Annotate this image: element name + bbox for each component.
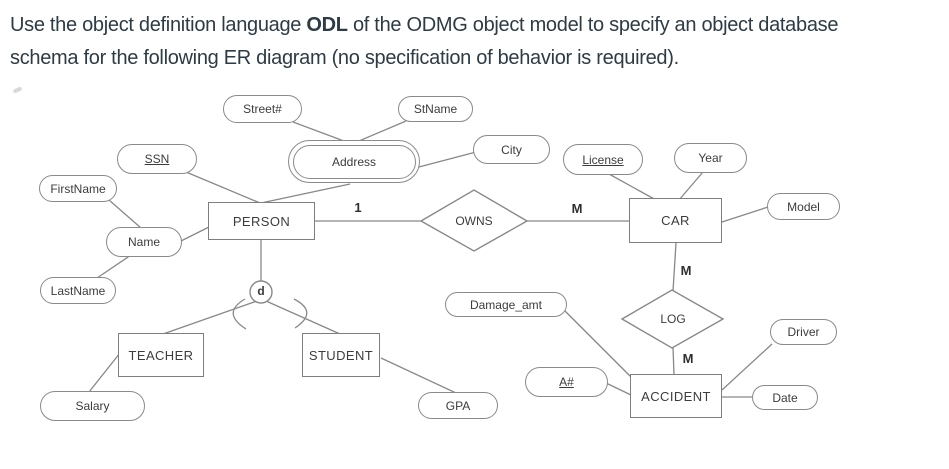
line-year-car: [678, 171, 704, 201]
cardinality-car-log: M: [680, 263, 692, 278]
cardinality-log-accident: M: [682, 351, 694, 366]
line-log-accident: [672, 346, 675, 376]
attribute-salary: Salary: [40, 391, 145, 421]
line-firstname-name: [108, 199, 142, 229]
subset-arc-student: [293, 298, 308, 329]
line-name-person: [180, 225, 212, 242]
attribute-street-number: Street#: [223, 95, 302, 123]
entity-student: STUDENT: [302, 333, 380, 377]
attribute-year: Year: [674, 143, 747, 173]
line-d-student: [265, 300, 341, 335]
attribute-name: Name: [106, 227, 182, 257]
question-line-1: Use the object definition language ODL o…: [10, 9, 945, 42]
line-car-model: [721, 206, 769, 223]
attribute-stname: StName: [398, 96, 473, 122]
entity-person: PERSON: [208, 202, 315, 240]
cardinality-owns-car: M: [571, 201, 583, 216]
attribute-driver: Driver: [770, 319, 837, 345]
question-text: Use the object definition language ODL o…: [10, 9, 945, 75]
line-address-person: [260, 183, 351, 204]
attribute-date: Date: [752, 385, 818, 410]
attribute-damage-amt: Damage_amt: [445, 292, 567, 317]
entity-teacher: TEACHER: [118, 333, 204, 377]
line-car-log: [672, 242, 677, 292]
entity-accident: ACCIDENT: [630, 374, 722, 418]
relationship-log-label: LOG: [660, 312, 686, 326]
relationship-owns-label: OWNS: [455, 214, 493, 228]
attribute-firstname: FirstName: [39, 175, 117, 202]
attribute-gpa: GPA: [418, 392, 498, 419]
attribute-model: Model: [767, 193, 840, 220]
line-license-car: [608, 173, 657, 201]
line-accident-driver: [721, 343, 773, 391]
line-lastname-name: [96, 254, 132, 279]
isa-d-label: d: [257, 284, 265, 298]
relationship-owns-diamond: [419, 189, 529, 252]
relationship-log-diamond: [620, 289, 725, 349]
attribute-license-key: License: [563, 144, 643, 175]
attribute-accident-number-key: A#: [525, 367, 608, 397]
line-damage-accident: [564, 310, 632, 378]
question-line-2: schema for the following ER diagram (no …: [10, 47, 679, 69]
question-line1-pre: Use the object definition language: [10, 14, 307, 36]
entity-car: CAR: [629, 198, 722, 243]
line-d-teacher: [162, 300, 258, 335]
attribute-lastname: LastName: [40, 277, 116, 304]
subset-arc-teacher: [232, 298, 247, 330]
question-line1-bold-odl: ODL: [306, 14, 348, 36]
question-line1-post: of the ODMG object model to specify an o…: [347, 14, 839, 36]
line-student-gpa: [380, 357, 457, 394]
line-anum-accident: [605, 382, 632, 396]
line-salary-teacher: [88, 352, 121, 393]
attribute-address-inner-oval: Address: [292, 144, 416, 179]
line-ssn-person: [185, 171, 261, 204]
attribute-city: City: [473, 135, 550, 164]
attribute-ssn-key: SSN: [117, 144, 197, 174]
cardinality-person-owns: 1: [354, 200, 362, 215]
line-address-city: [418, 151, 477, 168]
attribute-address-composite: Address: [288, 140, 420, 183]
isa-d-circle: [249, 280, 273, 304]
